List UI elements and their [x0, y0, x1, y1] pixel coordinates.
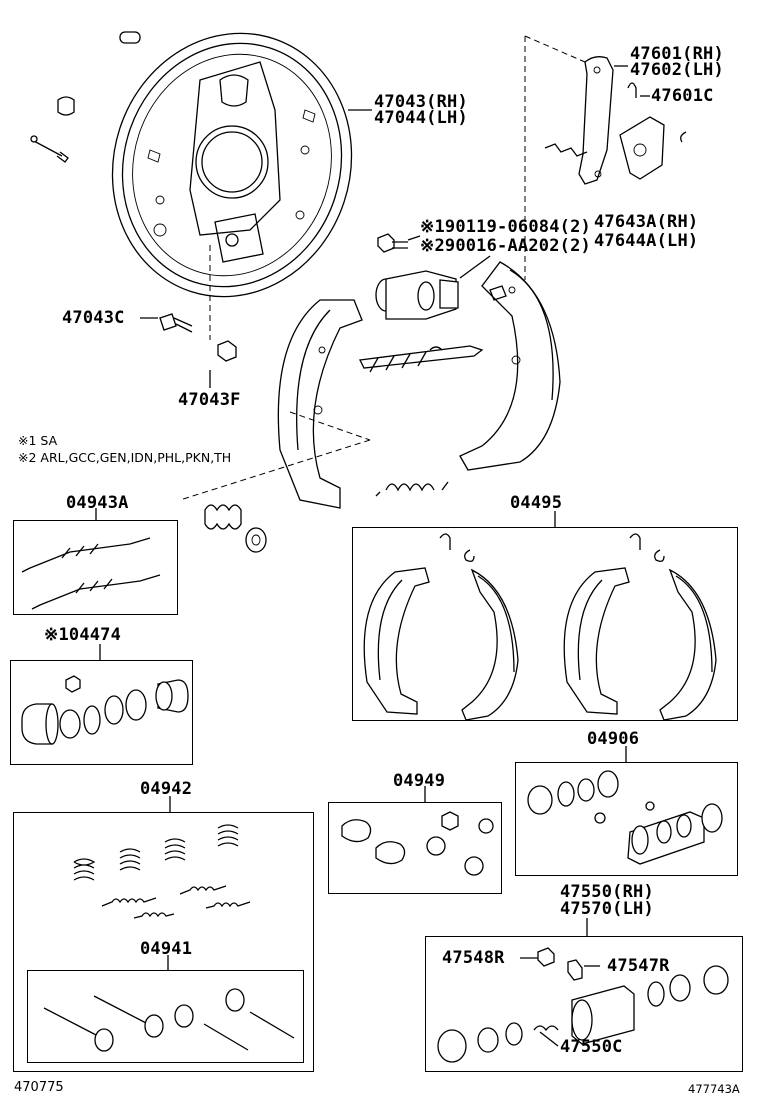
leader-lines [95, 508, 627, 970]
label-47550c[interactable]: 47550C [560, 1037, 623, 1057]
kit-box-04474 [10, 660, 193, 765]
brake-shoe-set-icon [363, 533, 717, 721]
label-bolt-2[interactable]: ※290016-AA202(2) [420, 236, 591, 256]
guide-lines [179, 411, 371, 553]
boot-kit-icon [341, 811, 494, 876]
kit-box-04906 [515, 762, 738, 876]
bolt-47043c-icon [140, 313, 237, 388]
label-47643a[interactable]: 47643A(RH) [594, 212, 699, 232]
coil-spring-icon [375, 481, 449, 497]
label-04941[interactable]: 04941 [140, 939, 193, 959]
bleeder-bolt-icon [377, 233, 421, 253]
label-47043c[interactable]: 47043C [62, 308, 125, 328]
footer-left-code: 470775 [14, 1080, 64, 1095]
wheel-cylinder-icon [375, 255, 491, 320]
label-04949[interactable]: 04949 [393, 771, 446, 791]
label-04474[interactable]: ※104474 [44, 625, 122, 645]
note-2: ※2 ARL,GCC,GEN,IDN,PHL,PKN,TH [18, 450, 232, 465]
label-47547r[interactable]: 47547R [607, 956, 670, 976]
plug-icon [30, 31, 141, 163]
label-47043f[interactable]: 47043F [178, 390, 241, 410]
label-04906[interactable]: 04906 [587, 729, 640, 749]
label-04943a[interactable]: 04943A [66, 493, 129, 513]
label-47602[interactable]: 47602(LH) [630, 60, 724, 80]
wheel-cylinder-assy-icon [437, 947, 729, 1063]
hold-down-pin-icon [21, 537, 161, 610]
note-1: ※1 SA [18, 433, 58, 448]
label-47601c[interactable]: 47601C [651, 86, 714, 106]
cylinder-kit-icon [527, 770, 723, 865]
kit-box-04949 [328, 802, 502, 894]
label-47548r[interactable]: 47548R [442, 948, 505, 968]
adjuster-icon [359, 345, 484, 373]
brake-backing-plate-icon [111, 32, 372, 340]
kit-box-47550 [425, 936, 743, 1072]
parking-lever-icon [524, 35, 687, 280]
label-47570[interactable]: 47570(LH) [560, 899, 654, 919]
label-47550[interactable]: 47550(RH) [560, 882, 654, 902]
label-47044[interactable]: 47044(LH) [374, 108, 468, 128]
kit-box-04942 [13, 812, 314, 1072]
piston-cup-icon [21, 675, 189, 745]
kit-box-04941 [27, 970, 304, 1063]
kit-box-04495 [352, 527, 738, 721]
label-47644a[interactable]: 47644A(LH) [594, 231, 699, 251]
kit-box-04943a [13, 520, 178, 615]
spring-kit-icon [73, 824, 251, 919]
label-bolt-1[interactable]: ※190119-06084(2) [420, 217, 591, 237]
label-04942[interactable]: 04942 [140, 779, 193, 799]
pin-kit-icon [43, 988, 295, 1052]
label-47043[interactable]: 47043(RH) [374, 92, 468, 112]
brake-shoe-icon [277, 261, 561, 509]
label-47601[interactable]: 47601(RH) [630, 44, 724, 64]
label-04495[interactable]: 04495 [510, 493, 563, 513]
footer-right-code: 477743A [688, 1082, 740, 1096]
